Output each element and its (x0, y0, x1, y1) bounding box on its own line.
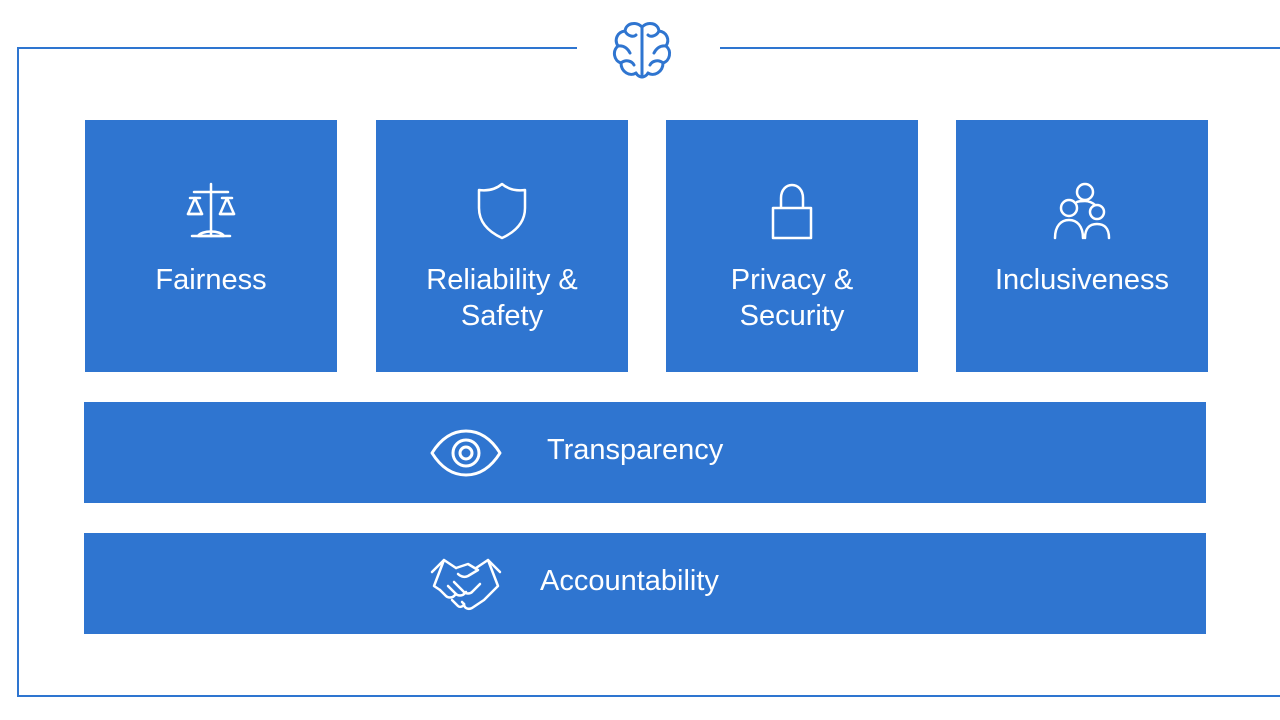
tile-inclusiveness: Inclusiveness (956, 120, 1208, 372)
bar-transparency: Transparency (84, 402, 1206, 503)
bar-accountability: Accountability (84, 533, 1206, 634)
tile-label-privacy-security: Privacy & Security (730, 264, 854, 332)
frame-top-right-line (720, 47, 1280, 49)
frame-left-line (17, 47, 19, 697)
frame-top-left-line (17, 47, 577, 49)
tile-reliability-safety: Reliability & Safety (376, 120, 628, 372)
tile-label-inclusiveness: Inclusiveness (994, 264, 1170, 296)
shield-icon (477, 182, 527, 240)
eye-icon (430, 429, 502, 477)
bar-label-transparency: Transparency (547, 434, 724, 466)
tile-fairness: Fairness (85, 120, 337, 372)
brain-icon (612, 22, 672, 79)
handshake-icon (430, 558, 502, 611)
balance-scale-icon (186, 182, 236, 238)
tile-label-reliability-safety: Reliability & Safety (426, 264, 578, 332)
frame-bottom-line (17, 695, 1280, 697)
tile-privacy-security: Privacy & Security (666, 120, 918, 372)
tile-label-fairness: Fairness (155, 264, 267, 296)
bar-label-accountability: Accountability (540, 565, 719, 597)
people-group-icon (1053, 182, 1111, 240)
padlock-icon (771, 183, 813, 240)
